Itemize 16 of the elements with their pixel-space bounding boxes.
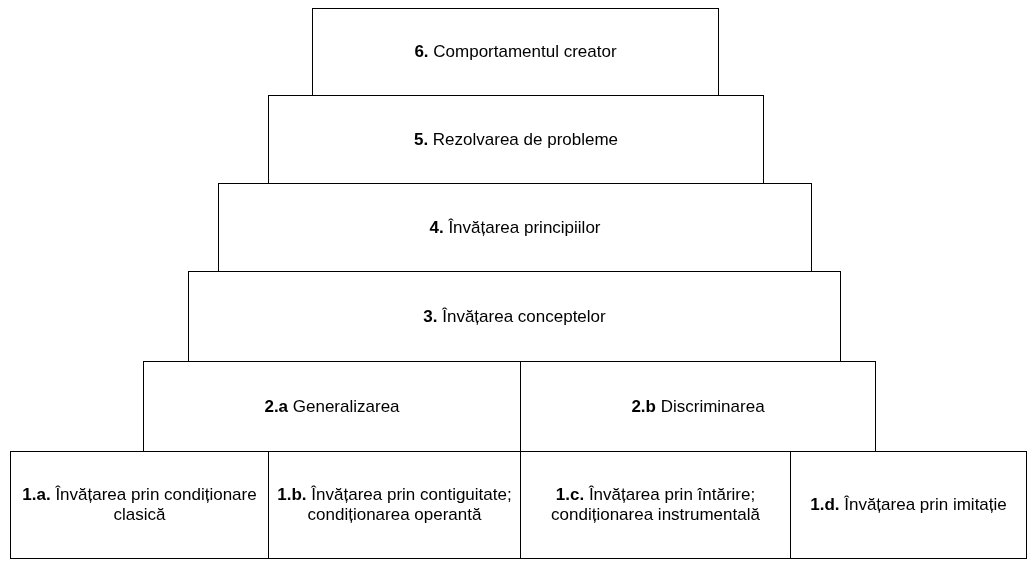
- level-label: 1.a. Învățarea prin condiționare clasică: [21, 485, 258, 525]
- level-label: 2.b Discriminarea: [630, 396, 766, 417]
- level-label: 1.b. Învățarea prin contiguitate; condiționarea operantă: [276, 485, 513, 525]
- level-box: [218, 183, 812, 272]
- level-box: [188, 271, 841, 362]
- level-label: 3. Învățarea conceptelor: [422, 306, 607, 327]
- level-label: 1.d. Învățarea prin imitație: [809, 495, 1008, 515]
- level-box: [268, 95, 764, 184]
- level-label: 5. Rezolvarea de probleme: [412, 129, 620, 150]
- level-label: 6. Comportamentul creator: [413, 42, 618, 62]
- level-label: 4. Învățarea principiilor: [428, 217, 602, 238]
- level-box: [10, 451, 269, 559]
- level-box: [312, 8, 719, 96]
- level-box: [790, 451, 1027, 559]
- level-label: 1.c. Învățarea prin întărire; condiționarea instrumentală: [550, 485, 761, 525]
- level-label: 2.a Generalizarea: [263, 396, 401, 417]
